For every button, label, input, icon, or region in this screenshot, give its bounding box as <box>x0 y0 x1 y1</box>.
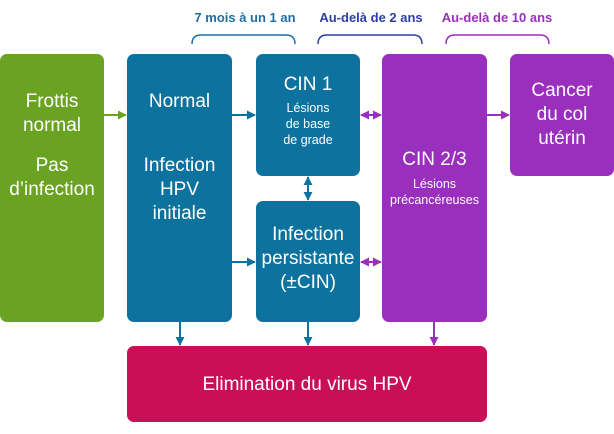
smear-line-3: Pas <box>35 155 69 176</box>
smear-normal-box: Frottis normal Pas d’infection <box>0 54 104 322</box>
elimination-label: Elimination du virus HPV <box>202 374 412 395</box>
persistent-line-2: persistante <box>261 248 355 269</box>
persistent-infection-box: Infection persistante (±CIN) <box>256 201 360 322</box>
cancer-line-2: du col <box>536 104 588 125</box>
normal-hpv-line-1: Normal <box>148 91 211 112</box>
bracket-period-2 <box>317 34 423 45</box>
cervical-cancer-box: Cancer du col utérin <box>510 54 614 176</box>
cin23-line-2: précancéreuses <box>390 193 479 207</box>
normal-hpv-line-4: initiale <box>152 203 207 224</box>
hpv-elimination-box: Elimination du virus HPV <box>127 346 487 422</box>
cin23-box: CIN 2/3 Lésions précancéreuses <box>382 54 487 322</box>
persistent-line-3: (±CIN) <box>280 272 336 293</box>
cin1-title: CIN 1 <box>283 74 333 95</box>
timeline-period-3: Au-delà de 10 ans <box>441 10 553 25</box>
normal-hpv-box: Normal Infection HPV initiale <box>127 54 232 322</box>
smear-line-2: normal <box>22 115 82 136</box>
cancer-line-3: utérin <box>538 128 586 149</box>
normal-hpv-line-3: HPV <box>159 179 200 200</box>
timeline-period-1: 7 mois à un 1 an <box>194 10 296 25</box>
cin1-line-1: Lésions <box>286 101 330 115</box>
cin1-line-2: de base <box>285 117 331 131</box>
cin23-line-1: Lésions <box>412 177 457 191</box>
cin1-line-3: de grade <box>283 133 333 147</box>
cin23-title: CIN 2/3 <box>402 149 467 170</box>
cin1-box: CIN 1 Lésions de base de grade <box>256 54 360 176</box>
cancer-line-1: Cancer <box>531 80 593 101</box>
bracket-period-1 <box>191 34 296 45</box>
smear-line-1: Frottis <box>25 91 79 112</box>
persistent-line-1: Infection <box>272 224 344 245</box>
bracket-period-3 <box>445 34 550 45</box>
timeline-period-2: Au-delà de 2 ans <box>319 10 423 25</box>
smear-line-4: d’infection <box>9 179 95 200</box>
normal-hpv-line-2: Infection <box>143 155 216 176</box>
